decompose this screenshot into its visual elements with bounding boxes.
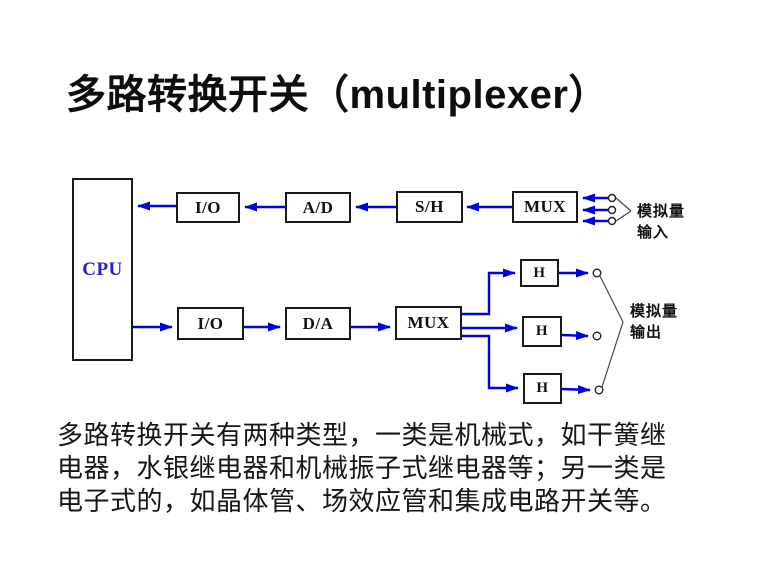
output-terminal-2 (592, 331, 602, 341)
hold-top-box: H (520, 259, 559, 287)
ad-converter-box: A/D (285, 192, 351, 223)
body-line-1: 多路转换开关有两种类型，一类是机械式，如干簧继 (57, 421, 667, 450)
io-top-box: I/O (176, 192, 240, 223)
input-terminal-3 (607, 216, 617, 226)
io-bottom-box: I/O (177, 307, 244, 340)
analog-output-label: 模拟量 输出 (630, 301, 678, 343)
input-terminal-1 (607, 193, 617, 203)
body-line-3: 电子式的，如晶体管、场效应管和集成电路开关等。 (57, 487, 667, 516)
cpu-box: CPU (72, 178, 133, 361)
da-converter-box: D/A (285, 307, 351, 340)
analog-output-line2: 输出 (630, 324, 663, 341)
analog-output-line1: 模拟量 (630, 303, 679, 320)
analog-input-line2: 输入 (637, 224, 670, 241)
slide-title: 多路转换开关（multiplexer） (66, 73, 609, 117)
sample-hold-box: S/H (396, 191, 463, 223)
hold-mid-box: H (522, 316, 562, 347)
input-terminal-2 (607, 205, 617, 215)
output-terminal-1 (592, 268, 602, 278)
body-paragraph: 多路转换开关有两种类型，一类是机械式，如干簧继 电器，水银继电器和机械振子式继电… (57, 419, 737, 518)
output-terminal-3 (594, 385, 604, 395)
hold-bottom-box: H (523, 373, 562, 404)
analog-input-label: 模拟量 输入 (637, 201, 685, 243)
analog-input-line1: 模拟量 (637, 203, 686, 220)
mux-top-box: MUX (512, 191, 578, 223)
mux-bottom-box: MUX (395, 306, 462, 340)
body-line-2: 电器，水银继电器和机械振子式继电器等；另一类是 (57, 454, 667, 483)
